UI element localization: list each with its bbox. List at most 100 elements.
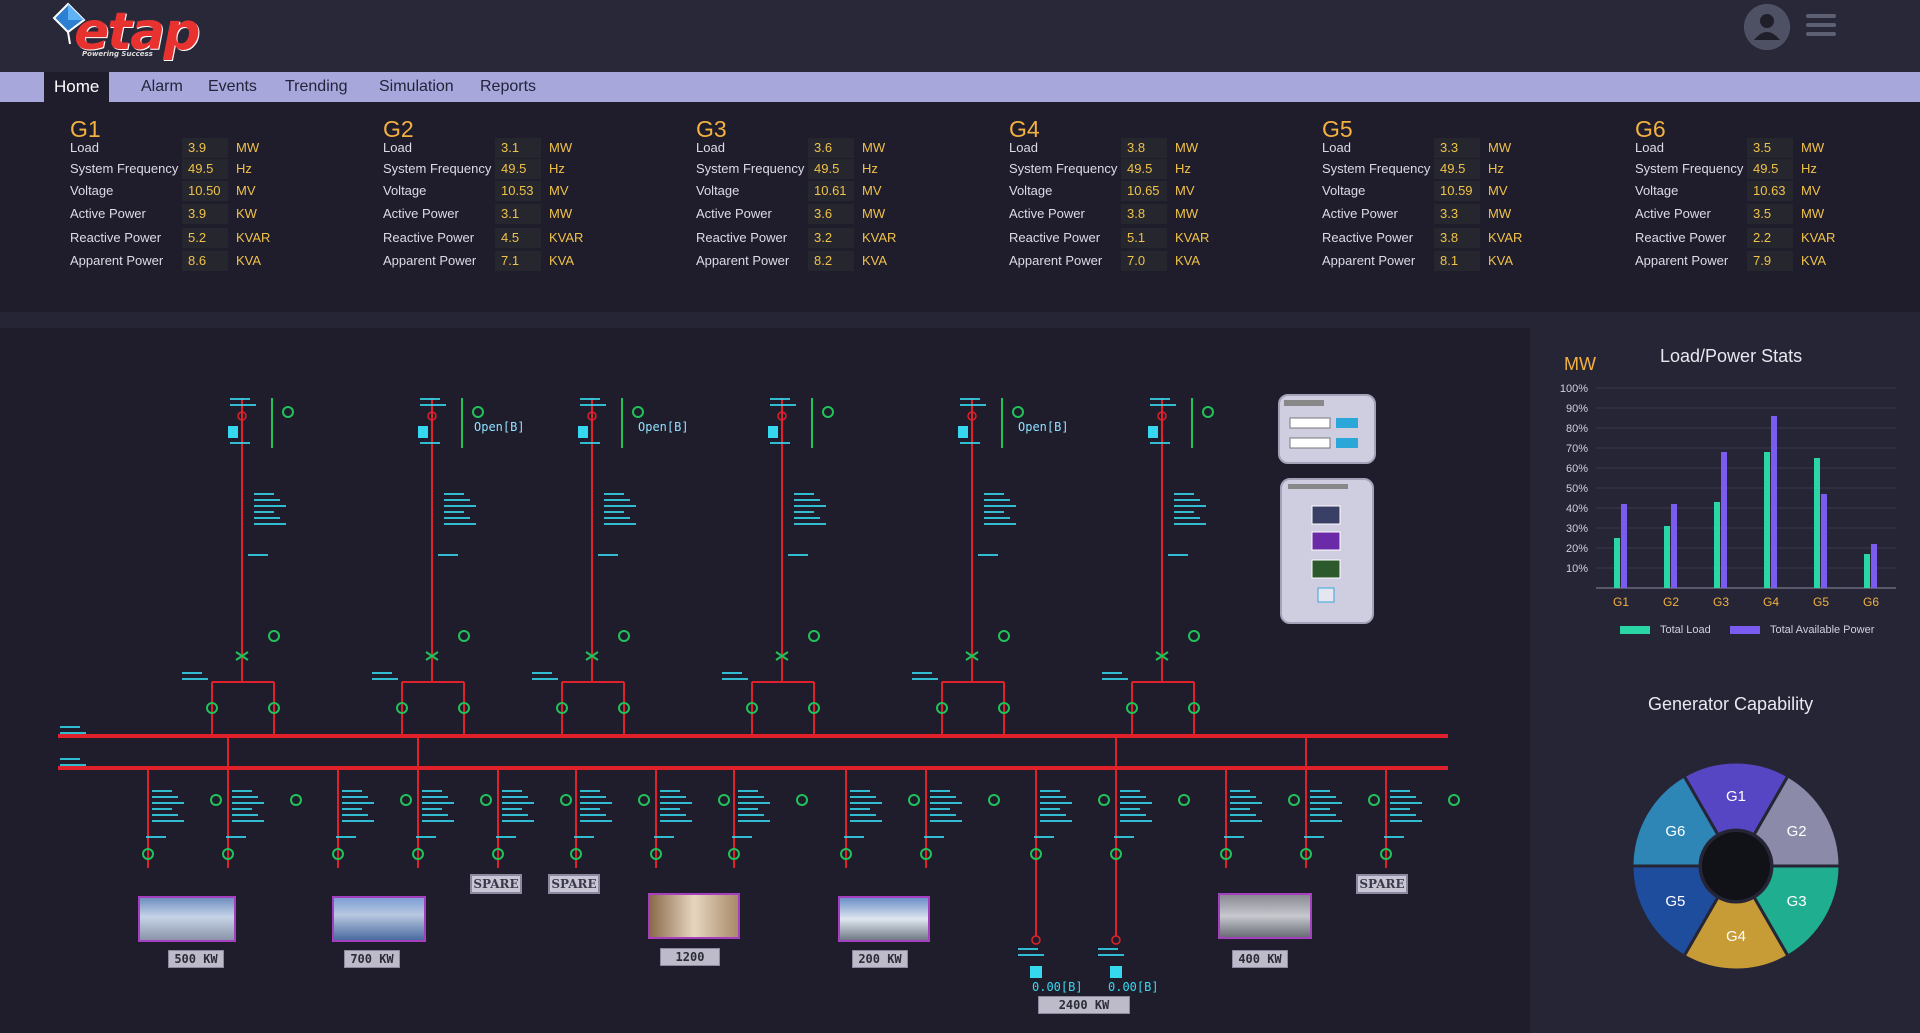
tab-simulation[interactable]: Simulation (379, 78, 454, 95)
breaker-icon[interactable] (412, 848, 424, 860)
generator-status-icon[interactable] (958, 426, 968, 438)
breaker-icon[interactable] (492, 848, 504, 860)
generator-status-icon[interactable] (1148, 426, 1158, 438)
breaker-icon[interactable] (210, 794, 222, 806)
donut-slice-g1[interactable] (1681, 760, 1791, 837)
breaker-icon[interactable] (206, 702, 218, 714)
breaker-icon[interactable] (908, 794, 920, 806)
bar-total-available-power[interactable] (1771, 416, 1777, 588)
breaker-icon[interactable] (618, 630, 630, 642)
breaker-icon[interactable] (458, 630, 470, 642)
breaker-icon[interactable] (1448, 794, 1460, 806)
breaker-icon[interactable] (822, 406, 834, 418)
bar-total-available-power[interactable] (1721, 452, 1727, 588)
bar-total-load[interactable] (1814, 458, 1820, 588)
breaker-icon[interactable] (1098, 794, 1110, 806)
load-photo-plant[interactable] (838, 896, 930, 942)
breaker-icon[interactable] (142, 848, 154, 860)
motor-status-icon[interactable] (1110, 966, 1122, 978)
breaker-icon[interactable] (998, 702, 1010, 714)
hamburger-menu-icon[interactable] (1806, 14, 1836, 38)
bar-total-available-power[interactable] (1621, 504, 1627, 588)
breaker-icon[interactable] (638, 794, 650, 806)
breaker-icon[interactable] (332, 848, 344, 860)
power-plant-alarms-box[interactable] (1280, 478, 1374, 624)
generator-status-icon[interactable] (418, 426, 428, 438)
spare-feeder-label[interactable]: SPARE (470, 874, 522, 894)
load-photo-warehouse[interactable] (648, 893, 740, 939)
tab-home[interactable]: Home (44, 72, 110, 102)
bar-total-available-power[interactable] (1871, 544, 1877, 588)
tab-events[interactable]: Events (208, 78, 257, 95)
tab-trending[interactable]: Trending (285, 78, 348, 95)
breaker-icon[interactable] (1012, 406, 1024, 418)
breaker-icon[interactable] (400, 794, 412, 806)
spare-feeder-label[interactable]: SPARE (548, 874, 600, 894)
bar-total-load[interactable] (1764, 452, 1770, 588)
breaker-icon[interactable] (222, 848, 234, 860)
breaker-icon[interactable] (650, 848, 662, 860)
breaker-icon[interactable] (618, 702, 630, 714)
breaker-icon[interactable] (632, 406, 644, 418)
bar-total-load[interactable] (1864, 554, 1870, 588)
breaker-icon[interactable] (1368, 794, 1380, 806)
breaker-icon[interactable] (1030, 848, 1042, 860)
load-photo-industrial[interactable] (138, 896, 236, 942)
tab-reports[interactable]: Reports (480, 78, 537, 95)
breaker-icon[interactable] (808, 702, 820, 714)
breaker-icon[interactable] (1110, 848, 1122, 860)
etap-logo[interactable]: etap Powering Success (44, 2, 200, 66)
tab-alarm[interactable]: Alarm (141, 78, 183, 95)
breaker-icon[interactable] (840, 848, 852, 860)
breaker-icon[interactable] (746, 702, 758, 714)
breaker-icon[interactable] (290, 794, 302, 806)
breaker-icon[interactable] (570, 848, 582, 860)
breaker-icon[interactable] (560, 794, 572, 806)
breaker-icon[interactable] (1188, 702, 1200, 714)
donut-slice-g6[interactable] (1630, 773, 1721, 868)
breaker-icon[interactable] (1126, 702, 1138, 714)
breaker-icon[interactable] (1300, 848, 1312, 860)
breaker-icon[interactable] (936, 702, 948, 714)
bar-total-load[interactable] (1714, 502, 1720, 588)
donut-slice-g4[interactable] (1681, 895, 1791, 972)
breaker-icon[interactable] (1380, 848, 1392, 860)
breaker-icon[interactable] (268, 702, 280, 714)
breaker-icon[interactable] (480, 794, 492, 806)
load-photo-facility[interactable] (1218, 893, 1312, 939)
generator-status-icon[interactable] (578, 426, 588, 438)
breaker-icon[interactable] (718, 794, 730, 806)
breaker-icon[interactable] (556, 702, 568, 714)
breaker-icon[interactable] (1220, 848, 1232, 860)
breaker-icon[interactable] (458, 702, 470, 714)
breaker-icon[interactable] (268, 630, 280, 642)
breaker-icon[interactable] (1188, 630, 1200, 642)
generator-status-icon[interactable] (768, 426, 778, 438)
load-photo-substation[interactable] (332, 896, 426, 942)
user-avatar-icon[interactable] (1744, 4, 1790, 50)
breaker-icon[interactable] (1178, 794, 1190, 806)
breaker-icon[interactable] (920, 848, 932, 860)
breaker-icon[interactable] (796, 794, 808, 806)
power-plant-generation-box[interactable] (1278, 394, 1376, 464)
generator-status-icon[interactable] (228, 426, 238, 438)
bar-total-available-power[interactable] (1671, 504, 1677, 588)
breaker-icon[interactable] (472, 406, 484, 418)
breaker-icon[interactable] (1202, 406, 1214, 418)
breaker-icon[interactable] (282, 406, 294, 418)
bar-total-available-power[interactable] (1821, 494, 1827, 588)
breaker-icon[interactable] (396, 702, 408, 714)
breaker-icon[interactable] (998, 630, 1010, 642)
motor-status-icon[interactable] (1030, 966, 1042, 978)
bar-total-load[interactable] (1614, 538, 1620, 588)
spare-feeder-label[interactable]: SPARE (1356, 874, 1408, 894)
bar-total-load[interactable] (1664, 526, 1670, 588)
breaker-icon[interactable] (728, 848, 740, 860)
breaker-icon[interactable] (1288, 794, 1300, 806)
